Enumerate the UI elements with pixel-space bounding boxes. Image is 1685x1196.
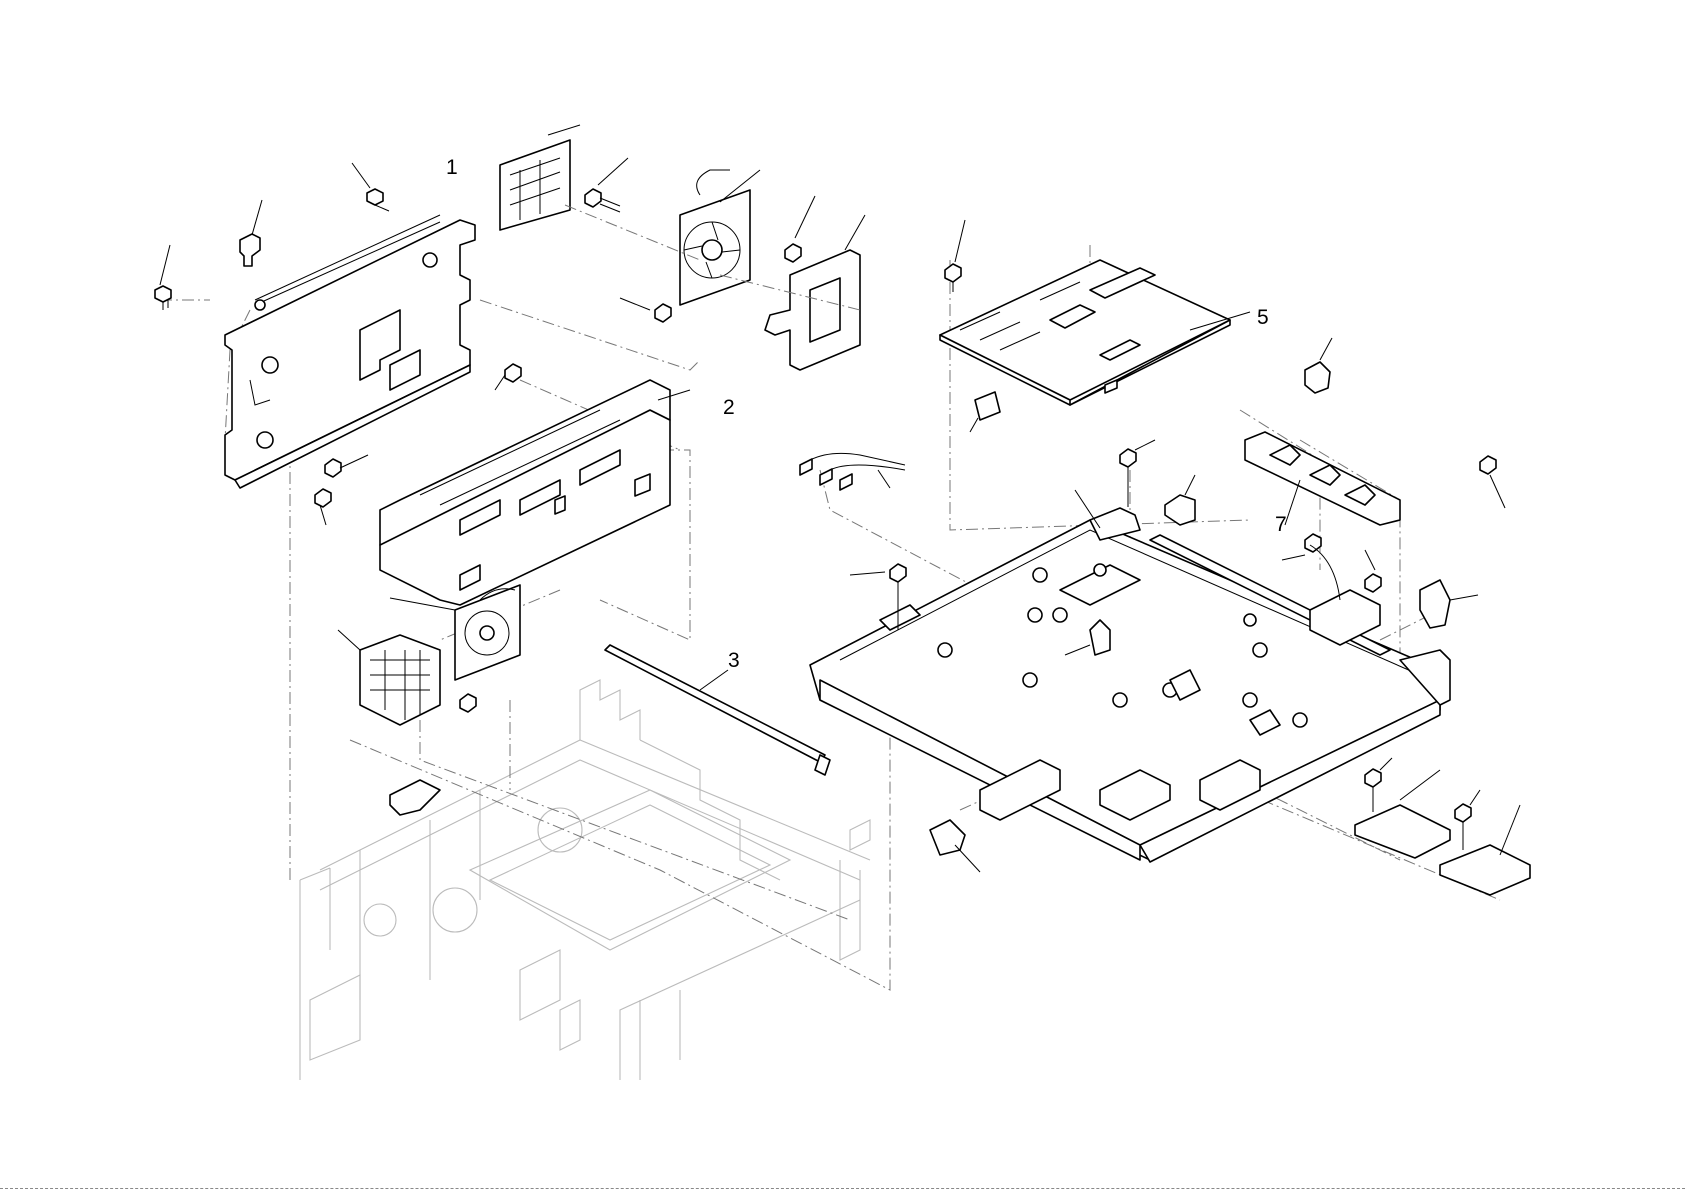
callout-7: 7 (1275, 514, 1287, 535)
small-plates (1355, 758, 1530, 895)
bracket-part-7 (1245, 338, 1505, 628)
lower-fan-and-filter (338, 585, 520, 815)
callout-1: 1 (446, 157, 458, 178)
fan-assembly-top (500, 125, 865, 370)
side-plate-part-1 (225, 215, 475, 488)
wire-harness (800, 453, 905, 490)
callout-5: 5 (1257, 307, 1269, 328)
controller-board-part-5 (940, 220, 1250, 432)
callout-2: 2 (723, 397, 735, 418)
bottom-border-rule (0, 1188, 1685, 1189)
callout-3: 3 (728, 650, 740, 671)
rod-part-3 (605, 645, 830, 775)
